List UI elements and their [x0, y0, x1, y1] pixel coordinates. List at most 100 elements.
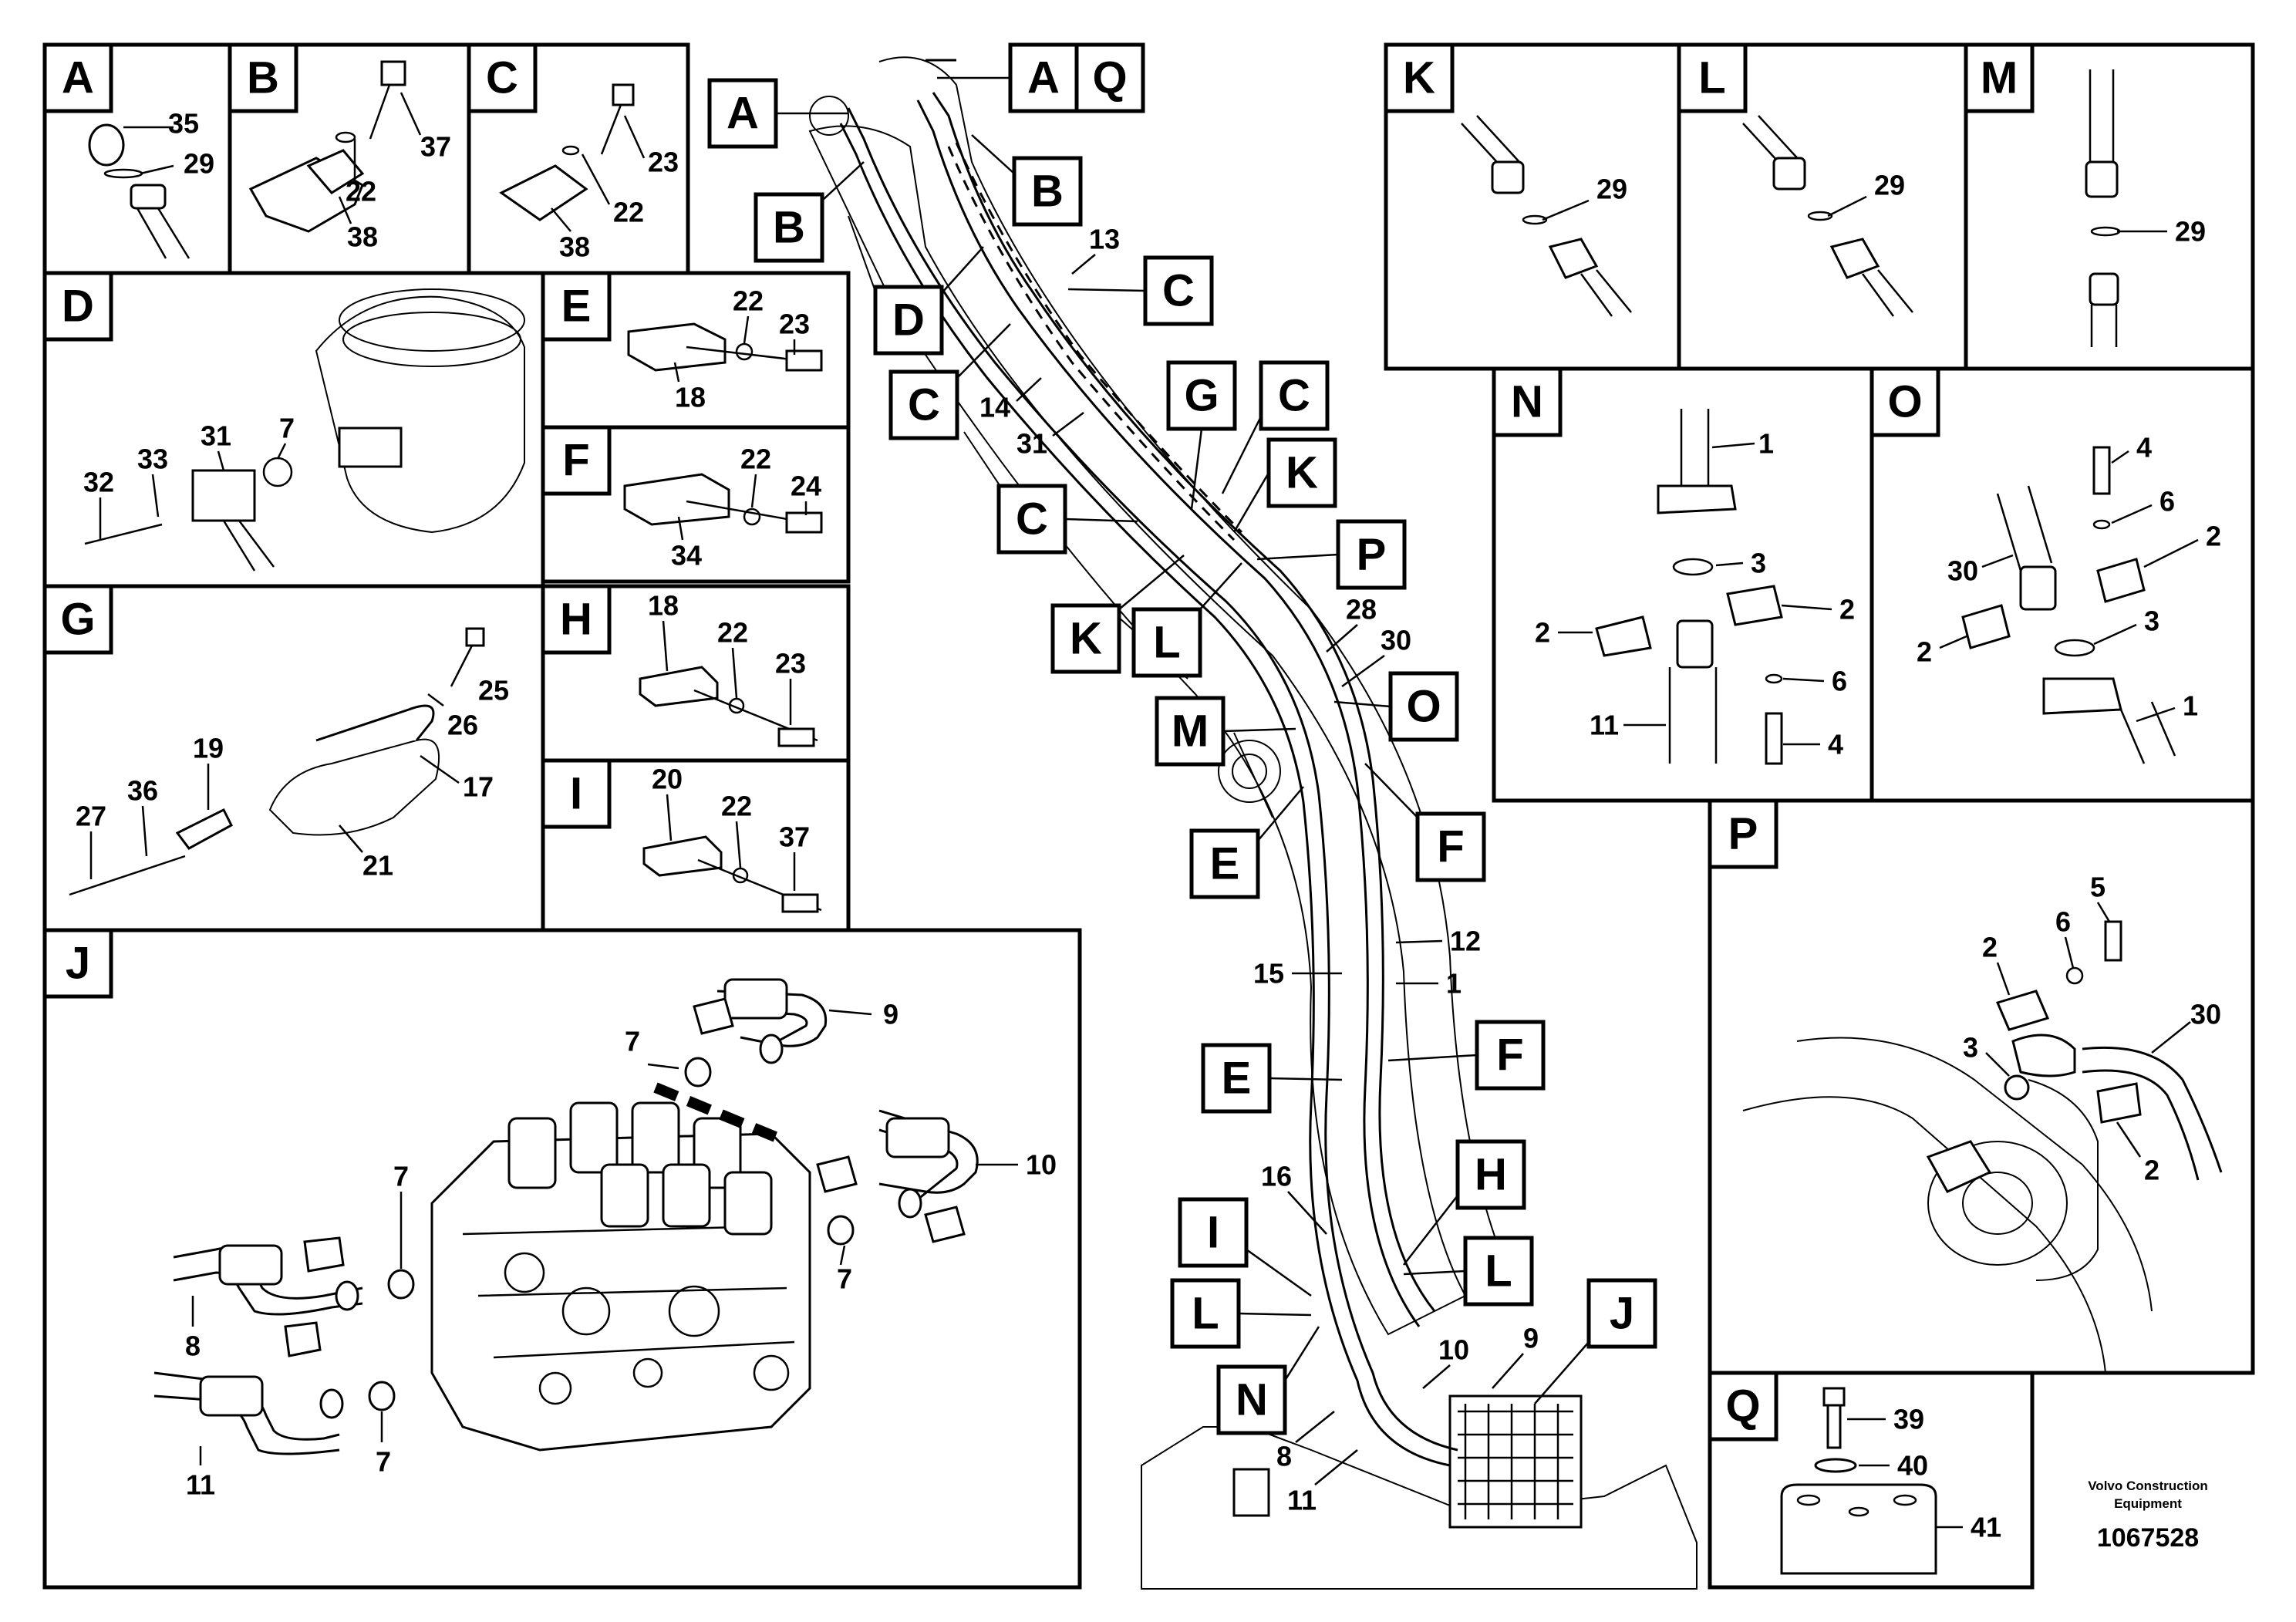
- part-number: 21: [362, 850, 393, 882]
- part-number: 22: [613, 197, 644, 228]
- part-number: 2: [1839, 594, 1855, 626]
- callout-F-1: F: [1364, 763, 1486, 882]
- part-number: 14: [979, 392, 1010, 423]
- svg-text:C: C: [908, 380, 940, 430]
- callout-P: P: [1256, 519, 1407, 590]
- part-number: 29: [2175, 216, 2206, 248]
- callout-L-3: L: [1170, 1278, 1312, 1349]
- part-number: 18: [648, 590, 679, 622]
- panel-E: E 22 23 18: [541, 271, 851, 430]
- part-number: 1: [1446, 968, 1462, 1000]
- part-number: 38: [559, 231, 590, 263]
- callout-G: G: [1166, 360, 1237, 510]
- panel-Q: Q 39 40 41: [1708, 1371, 2035, 1590]
- part-number: 22: [740, 443, 771, 475]
- svg-text:D: D: [892, 295, 925, 346]
- panel-F-label: F: [562, 436, 589, 486]
- part-number: 13: [1089, 224, 1120, 255]
- callout-C-4: C: [1221, 360, 1330, 494]
- svg-text:E: E: [1222, 1054, 1252, 1104]
- drawing-number: 1067528: [2097, 1523, 2199, 1553]
- svg-text:I: I: [1207, 1208, 1219, 1258]
- svg-text:O: O: [1406, 682, 1441, 732]
- callout-E-1: E: [1189, 786, 1304, 899]
- panel-K-label: K: [1403, 53, 1435, 103]
- part-number: 8: [185, 1330, 201, 1362]
- callout-L-2: L: [1403, 1236, 1534, 1307]
- svg-text:L: L: [1153, 618, 1180, 668]
- callout-L-1: L: [1131, 562, 1242, 678]
- part-number: 6: [2159, 486, 2175, 518]
- footer: Volvo Construction Equipment 1067528: [2088, 1479, 2208, 1553]
- panel-D-label: D: [62, 282, 94, 332]
- svg-text:F: F: [1496, 1030, 1523, 1081]
- part-number: 40: [1897, 1450, 1928, 1482]
- part-number: 33: [137, 443, 168, 475]
- part-number: 30: [2190, 999, 2221, 1030]
- part-number: 2: [1917, 636, 1932, 668]
- part-number: 39: [1893, 1404, 1924, 1435]
- panel-C-label: C: [486, 53, 518, 103]
- callout-O: O: [1333, 671, 1459, 742]
- svg-text:L: L: [1192, 1289, 1219, 1339]
- callout-M: M: [1155, 696, 1296, 767]
- part-number: 1: [1758, 428, 1774, 460]
- part-number: 35: [168, 108, 199, 140]
- svg-text:B: B: [1031, 167, 1064, 217]
- callout-A-right: A: [937, 42, 1079, 113]
- svg-text:Q: Q: [1092, 53, 1127, 103]
- callout-B-right: B: [971, 134, 1083, 227]
- callout-C-1: C: [1067, 255, 1214, 326]
- callout-Q: Q: [1074, 42, 1145, 113]
- panel-G-label: G: [60, 595, 95, 645]
- svg-text:N: N: [1236, 1375, 1268, 1425]
- panel-I: I 20 22 37: [541, 758, 851, 932]
- panel-L-label: L: [1698, 53, 1725, 103]
- part-number: 22: [733, 285, 764, 317]
- callout-A-top: A: [707, 78, 848, 149]
- part-number: 30: [1381, 625, 1411, 656]
- panel-J: J 9 7 10 7: [42, 928, 1082, 1590]
- part-number: 41: [1971, 1512, 2001, 1543]
- part-number: 22: [721, 791, 752, 822]
- panel-O-label: O: [1887, 377, 1922, 427]
- part-number: 24: [791, 470, 821, 502]
- part-number: 3: [1751, 548, 1766, 579]
- part-number: 7: [837, 1263, 852, 1295]
- panel-A: A 35 29: [42, 42, 232, 275]
- panel-P-label: P: [1728, 809, 1758, 859]
- panel-J-label: J: [66, 939, 90, 989]
- part-number: 3: [1963, 1032, 1978, 1064]
- part-number: 29: [184, 148, 214, 180]
- svg-text:H: H: [1475, 1150, 1507, 1200]
- panel-G: G 25 26 17 19 27 36 21: [42, 584, 545, 932]
- callout-K-1: K: [1232, 437, 1337, 533]
- part-number: 26: [447, 710, 478, 741]
- part-number: 20: [652, 764, 683, 795]
- panel-B: B 37 22 38: [228, 42, 471, 275]
- part-number: 31: [1017, 428, 1047, 460]
- part-number: 12: [1450, 926, 1481, 957]
- panel-L: L 29: [1677, 42, 1968, 371]
- part-number: 23: [779, 309, 810, 340]
- svg-text:F: F: [1437, 822, 1464, 872]
- part-number: 38: [347, 221, 378, 253]
- part-number: 37: [779, 821, 810, 853]
- callout-C-3: C: [996, 484, 1138, 555]
- callout-N: N: [1216, 1326, 1320, 1435]
- part-number: 28: [1346, 594, 1377, 626]
- callout-J: J: [1534, 1278, 1657, 1404]
- part-number: 9: [883, 999, 899, 1030]
- part-number: 4: [2136, 432, 2152, 464]
- svg-text:L: L: [1485, 1246, 1512, 1297]
- panel-N: N 1 3 2 2 6 11 4: [1492, 366, 1874, 803]
- panel-N-label: N: [1511, 377, 1543, 427]
- panel-B-label: B: [247, 53, 279, 103]
- part-number: 2: [1982, 932, 1998, 963]
- svg-text:C: C: [1016, 494, 1048, 545]
- panel-F: F 22 24 34: [541, 425, 851, 584]
- callout-I: I: [1178, 1197, 1312, 1297]
- svg-text:K: K: [1286, 448, 1318, 498]
- svg-text:K: K: [1070, 614, 1102, 664]
- part-number: 17: [463, 771, 494, 803]
